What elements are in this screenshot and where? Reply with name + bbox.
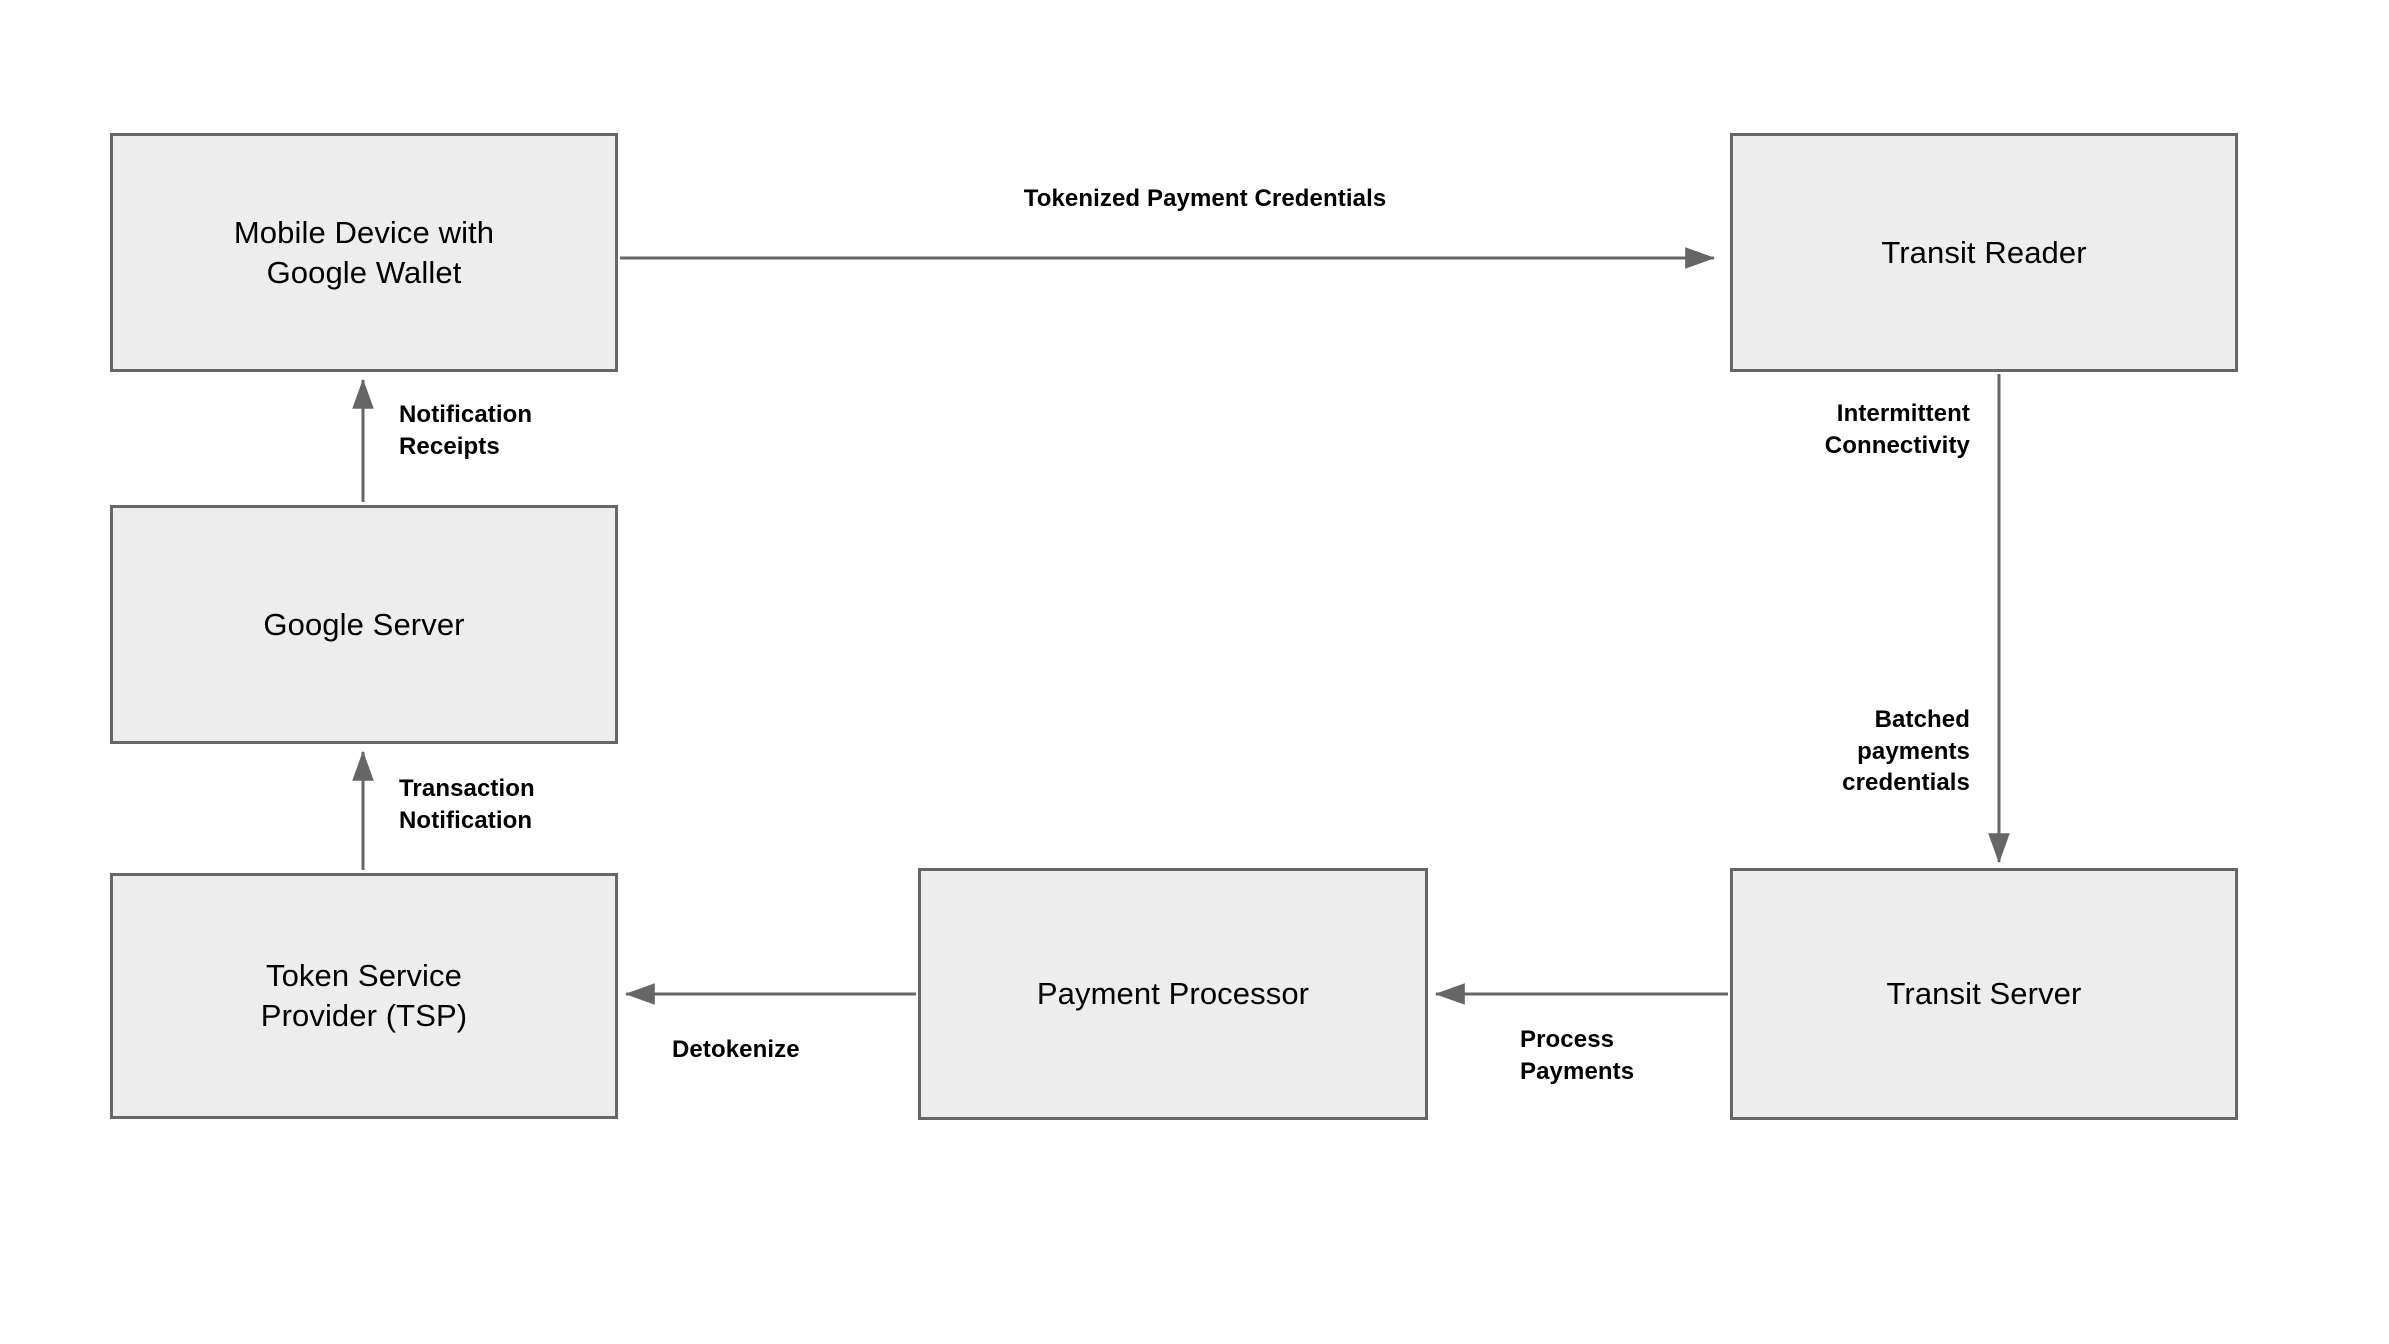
- edge-label-transaction-notification: Transaction Notification: [399, 775, 535, 834]
- node-transit-reader[interactable]: Transit Reader: [1730, 133, 2238, 372]
- node-mobile-device[interactable]: Mobile Device with Google Wallet: [110, 133, 618, 372]
- edge-label-notification-receipts: Notification Receipts: [399, 401, 533, 460]
- node-google-server[interactable]: Google Server: [110, 505, 618, 744]
- edge-label-intermittent-connectivity: Intermittent Connectivity: [1824, 400, 1970, 459]
- edge-label-tokenized-payment-credentials: Tokenized Payment Credentials: [1023, 185, 1387, 212]
- node-transit-server[interactable]: Transit Server: [1730, 868, 2238, 1120]
- node-payment-processor[interactable]: Payment Processor: [918, 868, 1428, 1120]
- edge-label-detokenize: Detokenize: [672, 1036, 800, 1063]
- node-token-service-provider[interactable]: Token Service Provider (TSP): [110, 873, 618, 1119]
- edge-label-process-payments: Process Payments: [1520, 1026, 1635, 1085]
- edge-label-batched-payments-credentials: Batched payments credentials: [1842, 706, 1970, 797]
